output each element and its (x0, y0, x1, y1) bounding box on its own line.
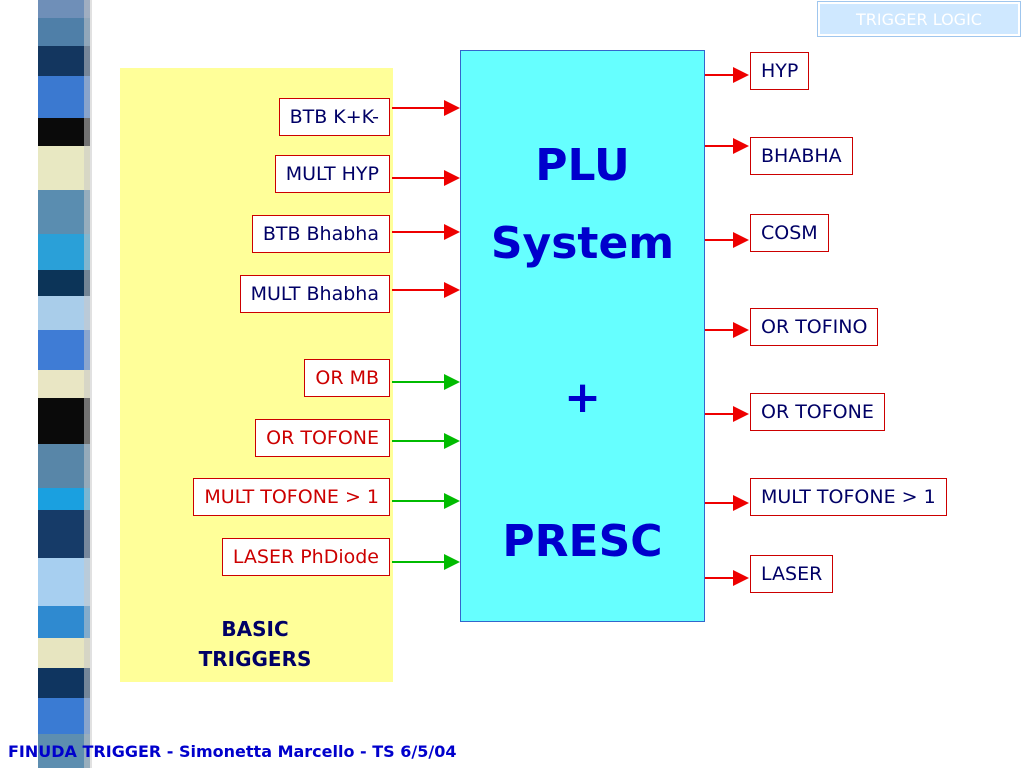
input-box-mult-hyp: MULT HYP (274, 155, 390, 193)
basic-triggers-line-2: TRIGGERS (198, 647, 312, 671)
input-box-btb-bhabha: BTB Bhabha (251, 215, 390, 253)
output-box-laser: LASER (750, 555, 834, 593)
input-box-mult-bhabha: MULT Bhabha (239, 275, 390, 313)
input-box-btb-kk: BTB K+K- (278, 98, 390, 136)
output-box-bhabha: BHABHA (750, 137, 853, 175)
output-box-or-tofone: OR TOFONE (750, 393, 885, 431)
output-box-mult-tofone: MULT TOFONE > 1 (750, 478, 947, 516)
center-line-1: PLU (535, 140, 630, 191)
input-box-or-mb: OR MB (304, 359, 390, 397)
center-line-4: PRESC (502, 516, 663, 567)
output-box-cosm: COSM (750, 214, 829, 252)
output-box-or-tofino: OR TOFINO (750, 308, 879, 346)
input-box-laser-phdiode: LASER PhDiode (221, 538, 390, 576)
input-box-or-tofone: OR TOFONE (255, 419, 390, 457)
center-line-2: System (490, 218, 675, 269)
slide-title: TRIGGER LOGIC (817, 1, 1021, 37)
basic-triggers-line-1: BASIC (221, 617, 289, 641)
footer-credit: FINUDA TRIGGER - Simonetta Marcello - TS… (8, 742, 457, 761)
basic-triggers-label: BASIC TRIGGERS (160, 614, 350, 674)
decorative-stripe (0, 0, 110, 768)
output-box-hyp: HYP (750, 52, 810, 90)
plu-system-block: PLU System + PRESC (460, 50, 705, 622)
center-line-3: + (564, 372, 601, 423)
input-box-mult-tofone: MULT TOFONE > 1 (193, 478, 390, 516)
